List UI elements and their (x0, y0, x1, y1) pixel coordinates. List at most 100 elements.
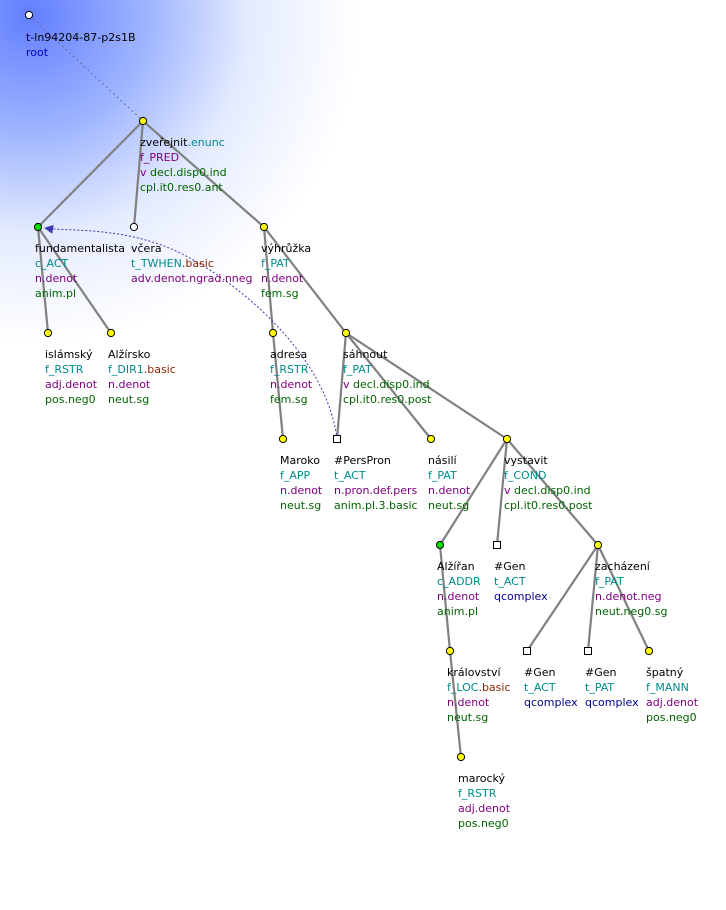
node-label-line: zveřejnit.enunc (140, 135, 227, 150)
root-text: root (26, 46, 49, 59)
node-label-segment: f_DIR1 (108, 363, 144, 376)
node-label-segment: t_ACT (524, 681, 556, 694)
node-label-segment: f_LOC (447, 681, 479, 694)
node-adresa[interactable] (268, 328, 278, 338)
node-label-segment: zacházení (595, 560, 650, 573)
node-islamsky[interactable] (43, 328, 53, 338)
node-spatny[interactable] (644, 646, 654, 656)
edge-vystavit-zachazeni (506, 438, 599, 546)
node-label-line: v decl.disp0.ind (140, 165, 227, 180)
node-label-segment: f_RSTR (458, 787, 497, 800)
node-label-line: #Gen (494, 559, 548, 574)
node-gen3[interactable] (584, 647, 592, 655)
node-label-line: pos.neg0 (458, 816, 510, 831)
node-label-line: království (447, 665, 511, 680)
node-label-segment: neut.sg (108, 393, 150, 406)
node-label-line: f_PAT (595, 574, 667, 589)
node-label-line: f_PAT (261, 256, 311, 271)
root-id: t-ln94204-87-p2s1B (26, 31, 136, 44)
node-label-segment: pos.neg0 (458, 817, 509, 830)
node-label-segment: n.denot (447, 696, 490, 709)
node-alzirsko[interactable] (106, 328, 116, 338)
node-label-line: n.denot (108, 377, 176, 392)
node-label-line: f_LOC.basic (447, 680, 511, 695)
node-label-line: n.denot (447, 695, 511, 710)
node-label-line: neut.sg (447, 710, 511, 725)
node-label-line: qcomplex (524, 695, 578, 710)
node-label-segment: qcomplex (494, 590, 548, 603)
edge-alziran-kralovstvi (438, 544, 452, 652)
node-alziran[interactable] (435, 540, 445, 550)
edge-sahnout-perspron (335, 332, 348, 440)
node-zverejnit[interactable] (138, 116, 148, 126)
node-label-line: f_RSTR (45, 362, 97, 377)
node-kralovstvi[interactable] (445, 646, 455, 656)
node-label-line: islámský (45, 347, 97, 362)
node-vcera[interactable] (129, 222, 139, 232)
node-label-segment: n.denot (35, 272, 78, 285)
node-label-segment: adj.denot (45, 378, 98, 391)
node-label-line: t_PAT (585, 680, 639, 695)
node-label-segment: neut.sg (428, 499, 470, 512)
node-fundamentalista[interactable] (33, 222, 43, 232)
node-label-line: sáhnout (343, 347, 431, 362)
node-perspron[interactable] (333, 435, 341, 443)
node-label-segment: fundamentalista (35, 242, 125, 255)
node-vystavit[interactable] (502, 434, 512, 444)
node-label-segment: f_COND (504, 469, 547, 482)
edge-zachazeni-gen2 (526, 544, 599, 652)
node-label-line: n.denot (261, 271, 311, 286)
node-label-line: v decl.disp0.ind (504, 483, 592, 498)
node-label-line: pos.neg0 (646, 710, 698, 725)
node-label-line: f_PAT (343, 362, 431, 377)
node-label-segment: marocký (458, 772, 506, 785)
node-label-line: cpl.it0.res0.post (343, 392, 431, 407)
node-root[interactable] (24, 10, 34, 20)
node-label-line: f_MANN (646, 680, 698, 695)
node-label-segment: násilí (428, 454, 457, 467)
node-label-segment: včera (131, 242, 162, 255)
node-zachazeni[interactable] (593, 540, 603, 550)
node-label-segment: t_ACT (334, 469, 366, 482)
node-label-segment: n.denot (261, 272, 304, 285)
node-label-line: f_PRED (140, 150, 227, 165)
node-maroko[interactable] (278, 434, 288, 444)
node-label-segment: .basic (478, 681, 511, 694)
node-sahnout[interactable] (341, 328, 351, 338)
node-gen2[interactable] (523, 647, 531, 655)
node-label-segment: Alžířan (437, 560, 475, 573)
node-marocky[interactable] (456, 752, 466, 762)
node-label-line: n.denot (428, 483, 470, 498)
edge-kralovstvi-marocky (448, 650, 463, 758)
node-label-line: t_ACT (334, 468, 418, 483)
node-label-line: vystavit (504, 453, 592, 468)
node-label-segment: t_TWHEN (131, 257, 182, 270)
node-label-line: t_ACT (524, 680, 578, 695)
edge-sahnout-vystavit (345, 332, 508, 440)
node-label-segment: neut.neg0.sg (595, 605, 668, 618)
node-label-segment: vystavit (504, 454, 548, 467)
node-label-segment: adv.denot.ngrad.nneg (131, 272, 253, 285)
node-label-segment: f_PAT (261, 257, 290, 270)
node-label-segment: decl.disp0.ind (146, 166, 227, 179)
node-label-line: t_ACT (494, 574, 548, 589)
node-nasili[interactable] (426, 434, 436, 444)
node-vyhruzka[interactable] (259, 222, 269, 232)
node-label-segment: decl.disp0.ind (510, 484, 591, 497)
node-label-line: f_DIR1.basic (108, 362, 176, 377)
node-label-line: v decl.disp0.ind (343, 377, 431, 392)
node-label-segment: Maroko (280, 454, 320, 467)
node-gen1[interactable] (493, 541, 501, 549)
node-label-segment: zveřejnit (140, 136, 188, 149)
node-label-segment: n.pron.def.pers (334, 484, 418, 497)
node-label-segment: pos.neg0 (646, 711, 697, 724)
coref-arrow-perspron-fundamentalista (44, 224, 338, 440)
node-label-segment: pos.neg0 (45, 393, 96, 406)
